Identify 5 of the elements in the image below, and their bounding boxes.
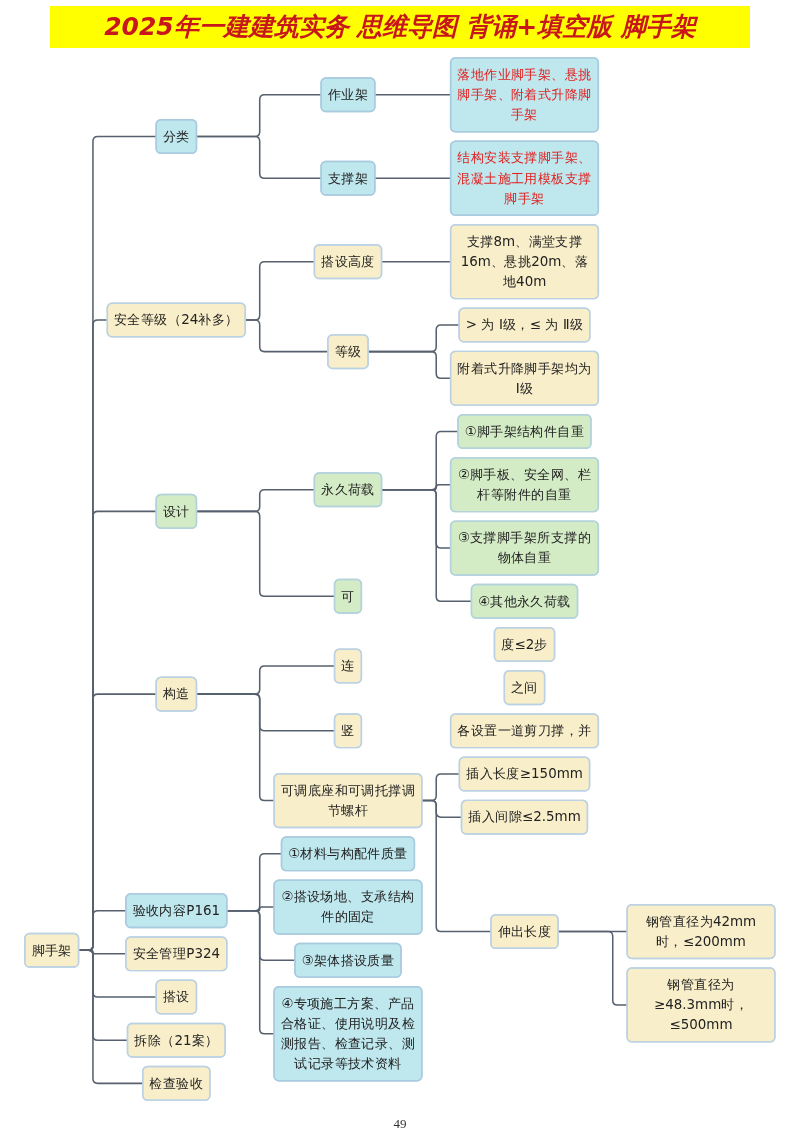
title-banner: 2025年一建建筑实务 思维导图 背诵+填空版 脚手架 [50, 6, 750, 48]
page-number: 49 [393, 1116, 407, 1131]
connector [226, 909, 275, 1035]
connector [77, 949, 144, 1085]
connector [421, 799, 492, 933]
